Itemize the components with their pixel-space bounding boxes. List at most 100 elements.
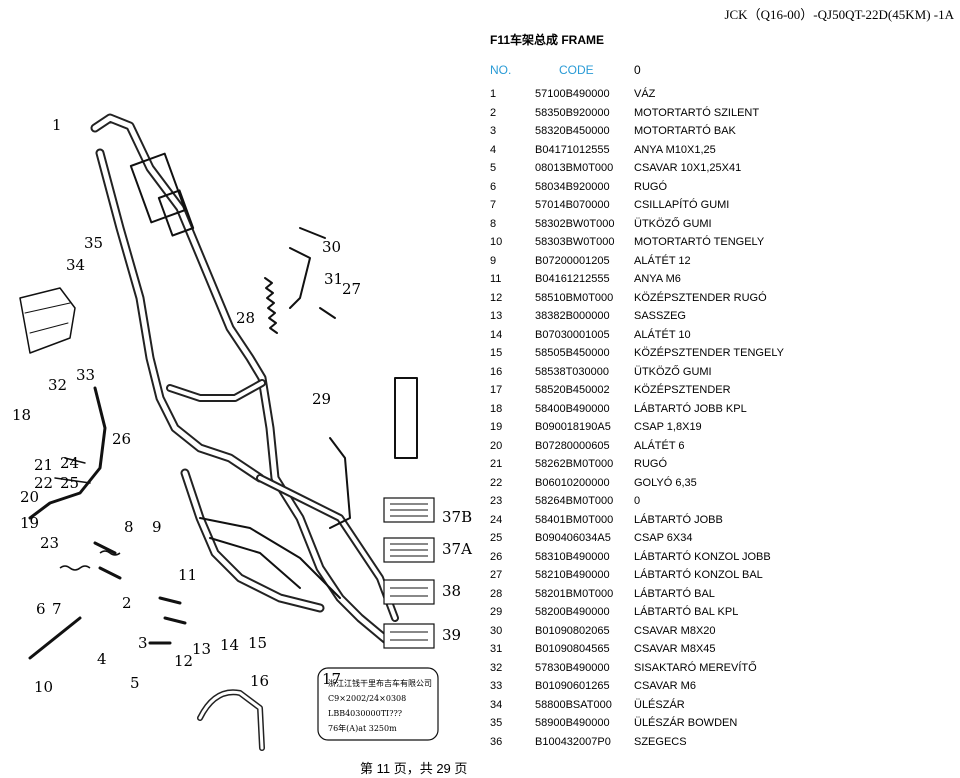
part-code: 58520B450002	[535, 384, 610, 396]
part-description: CSAP 6X34	[634, 532, 693, 544]
part-description: LÁBTARTÓ KONZOL JOBB	[634, 550, 771, 563]
part-number: 1	[490, 88, 497, 100]
callout-14: 14	[220, 636, 239, 654]
part-code: B01090802065	[535, 624, 610, 637]
callout-37B: 37B	[442, 508, 472, 526]
callout-27: 27	[342, 280, 361, 298]
part-code: 58400B490000	[535, 402, 610, 415]
part-code: 58800BSAT000	[535, 698, 612, 711]
part-number: 32	[490, 661, 503, 674]
part-description: ALÁTÉT 6	[634, 439, 685, 452]
callout-4: 4	[97, 650, 107, 668]
callout-19: 19	[20, 514, 39, 532]
part-number: 25	[490, 532, 503, 544]
part-code: 57014B070000	[535, 199, 610, 211]
part-description: RUGÓ	[634, 458, 667, 470]
part-number: 9	[490, 254, 497, 267]
part-code: 58310B490000	[535, 550, 610, 563]
part-number: 21	[490, 458, 503, 470]
part-number: 24	[490, 513, 503, 526]
callout-29: 29	[312, 390, 331, 408]
part-description: GOLYÓ 6,35	[634, 476, 697, 489]
part-code: B04161212555	[535, 273, 610, 285]
part-code: 58900B490000	[535, 717, 610, 729]
callout-39: 39	[442, 626, 461, 644]
column-header-no: NO.	[490, 63, 512, 77]
column-header-description: 0	[634, 63, 641, 77]
callout-17: 17	[322, 670, 341, 688]
callout-13: 13	[192, 640, 211, 658]
callout-5: 5	[130, 674, 140, 692]
part-description: SZEGECS	[634, 735, 687, 748]
callout-23: 23	[40, 534, 59, 552]
part-code: 57830B490000	[535, 661, 610, 674]
part-description: LÁBTARTÓ JOBB	[634, 513, 723, 526]
part-description: KÖZÉPSZTENDER	[634, 384, 731, 396]
callout-33: 33	[76, 366, 95, 384]
part-description: CSAVAR 10X1,25X41	[634, 162, 742, 174]
part-number: 28	[490, 587, 503, 600]
part-code: B06010200000	[535, 476, 610, 489]
part-number: 31	[490, 643, 503, 655]
callout-2: 2	[122, 594, 132, 612]
part-code: 58302BW0T000	[535, 217, 615, 230]
part-code: 57100B490000	[535, 88, 610, 100]
part-code: 58320B450000	[535, 125, 610, 137]
callout-22: 22	[34, 474, 53, 492]
part-code: 58200B490000	[535, 606, 610, 618]
part-number: 2	[490, 106, 497, 119]
part-description: ALÁTÉT 12	[634, 254, 691, 267]
part-number: 36	[490, 735, 503, 748]
part-code: B090406034A5	[535, 532, 611, 544]
part-number: 5	[490, 162, 497, 174]
part-code: B07280000605	[535, 439, 610, 452]
page-footer: 第 11 页，共 29 页	[360, 761, 468, 776]
callout-1: 1	[52, 116, 62, 134]
part-code: 58210B490000	[535, 569, 610, 581]
part-code: B04171012555	[535, 143, 610, 156]
callout-15: 15	[248, 634, 267, 652]
part-description: KÖZÉPSZTENDER TENGELY	[634, 347, 784, 359]
callout-24: 24	[60, 454, 79, 472]
part-number: 13	[490, 310, 503, 322]
part-number: 8	[490, 217, 497, 230]
part-description: CSAVAR M8X20	[634, 624, 716, 637]
part-number: 35	[490, 717, 503, 729]
part-number: 34	[490, 698, 503, 711]
part-number: 6	[490, 180, 497, 193]
callout-11: 11	[178, 566, 197, 584]
vin-label-line: LBB4030000TI???	[328, 709, 402, 718]
part-code: 58401BM0T000	[535, 513, 614, 526]
part-description: ÜTKÖZŐ GUMI	[634, 217, 712, 230]
part-code: 58303BW0T000	[535, 236, 615, 248]
callout-8: 8	[124, 518, 134, 536]
part-description: ALÁTÉT 10	[634, 328, 691, 341]
part-code: 58510BM0T000	[535, 291, 614, 304]
part-description: MOTORTARTÓ TENGELY	[634, 236, 765, 248]
part-number: 10	[490, 236, 503, 248]
part-code: 58034B920000	[535, 180, 610, 193]
vin-label-plate: 浙江江钱干里布吉车有限公司C9×2002/24×0308LBB4030000TI…	[328, 678, 432, 733]
callout-9: 9	[152, 518, 162, 536]
frame-exploded-diagram: 浙江江钱干里布吉车有限公司C9×2002/24×0308LBB4030000TI…	[12, 113, 472, 751]
document-header: JCK（Q16-00）-QJ50QT-22D(45KM) -1A	[724, 7, 954, 22]
part-number: 16	[490, 365, 503, 378]
part-description: ÜTKÖZŐ GUMI	[634, 365, 712, 378]
part-number: 3	[490, 125, 497, 137]
part-number: 7	[490, 199, 497, 211]
callout-18: 18	[12, 406, 31, 424]
callout-37A: 37A	[442, 540, 472, 558]
callout-12: 12	[174, 652, 193, 670]
part-code: 08013BM0T000	[535, 162, 614, 174]
part-number: 12	[490, 291, 503, 304]
callout-16: 16	[250, 672, 269, 690]
part-description: LÁBTARTÓ BAL	[634, 587, 715, 600]
part-description: KÖZÉPSZTENDER RUGÓ	[634, 291, 767, 304]
part-code: B07030001005	[535, 328, 610, 341]
part-description: VÁZ	[634, 88, 656, 100]
part-code: 58505B450000	[535, 347, 610, 359]
section-title: F11车架总成 FRAME	[490, 33, 605, 47]
column-header-code: CODE	[559, 63, 594, 77]
part-number: 27	[490, 569, 503, 581]
callout-30: 30	[322, 238, 341, 256]
